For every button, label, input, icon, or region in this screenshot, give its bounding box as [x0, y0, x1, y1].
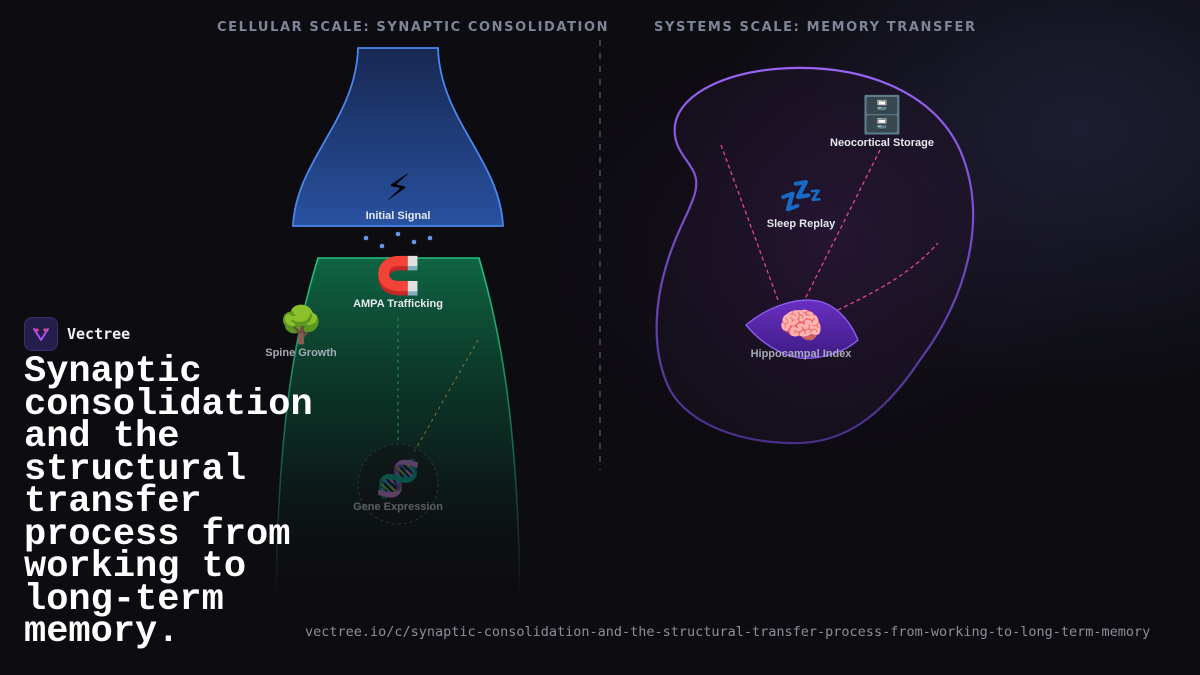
magnet-icon: 🧲 — [375, 255, 421, 296]
hippocampal-index-node: 🧠 Hippocampal Index — [750, 305, 852, 361]
gene-expression-label: Gene Expression — [353, 501, 443, 513]
brand-name: Vectree — [67, 325, 131, 343]
neocortical-storage-label: Neocortical Storage — [830, 137, 934, 149]
cellular-scale-title: CELLULAR SCALE: SYNAPTIC CONSOLIDATION — [217, 20, 610, 35]
dna-icon: 🧬 — [375, 458, 421, 499]
file-cabinet-icon: 🗄️ — [859, 94, 905, 135]
brand: Vectree — [24, 317, 130, 351]
spine-growth-node: 🌳 Spine Growth — [265, 304, 337, 360]
systems-scale-title: SYSTEMS SCALE: MEMORY TRANSFER — [654, 20, 977, 35]
diffusion-dots — [363, 231, 433, 249]
ampa-trafficking-label: AMPA Trafficking — [353, 298, 443, 310]
initial-signal-node: ⚡ Initial Signal — [365, 167, 431, 223]
gene-expression-node: 🧬 Gene Expression — [353, 458, 443, 514]
source-url: vectree.io/c/synaptic-consolidation-and-… — [305, 624, 1151, 640]
systems-region — [655, 66, 975, 445]
tree-icon: 🌳 — [278, 304, 324, 345]
neocortical-storage-node: 🗄️ Neocortical Storage — [830, 94, 934, 150]
ampa-trafficking-node: 🧲 AMPA Trafficking — [353, 255, 443, 311]
spine-gene-connector — [413, 339, 479, 453]
replay-connectors — [720, 144, 939, 317]
sleep-icon: 💤 — [778, 175, 824, 216]
signal-flask — [292, 47, 504, 227]
initial-signal-label: Initial Signal — [365, 210, 431, 222]
brain-icon: 🧠 — [778, 305, 824, 346]
spine-growth-label: Spine Growth — [265, 347, 337, 359]
lightning-icon: ⚡ — [385, 167, 411, 208]
vectree-logo-icon — [24, 317, 58, 351]
sleep-replay-node: 💤 Sleep Replay — [766, 175, 836, 231]
hippocampus-shape — [745, 299, 859, 360]
hippocampal-index-label: Hippocampal Index — [750, 348, 852, 360]
sleep-replay-label: Sleep Replay — [766, 218, 836, 230]
structural-trunk — [275, 257, 521, 601]
gene-expression-circle — [357, 443, 439, 525]
headline: Synaptic consolidation and the structura… — [24, 351, 313, 653]
